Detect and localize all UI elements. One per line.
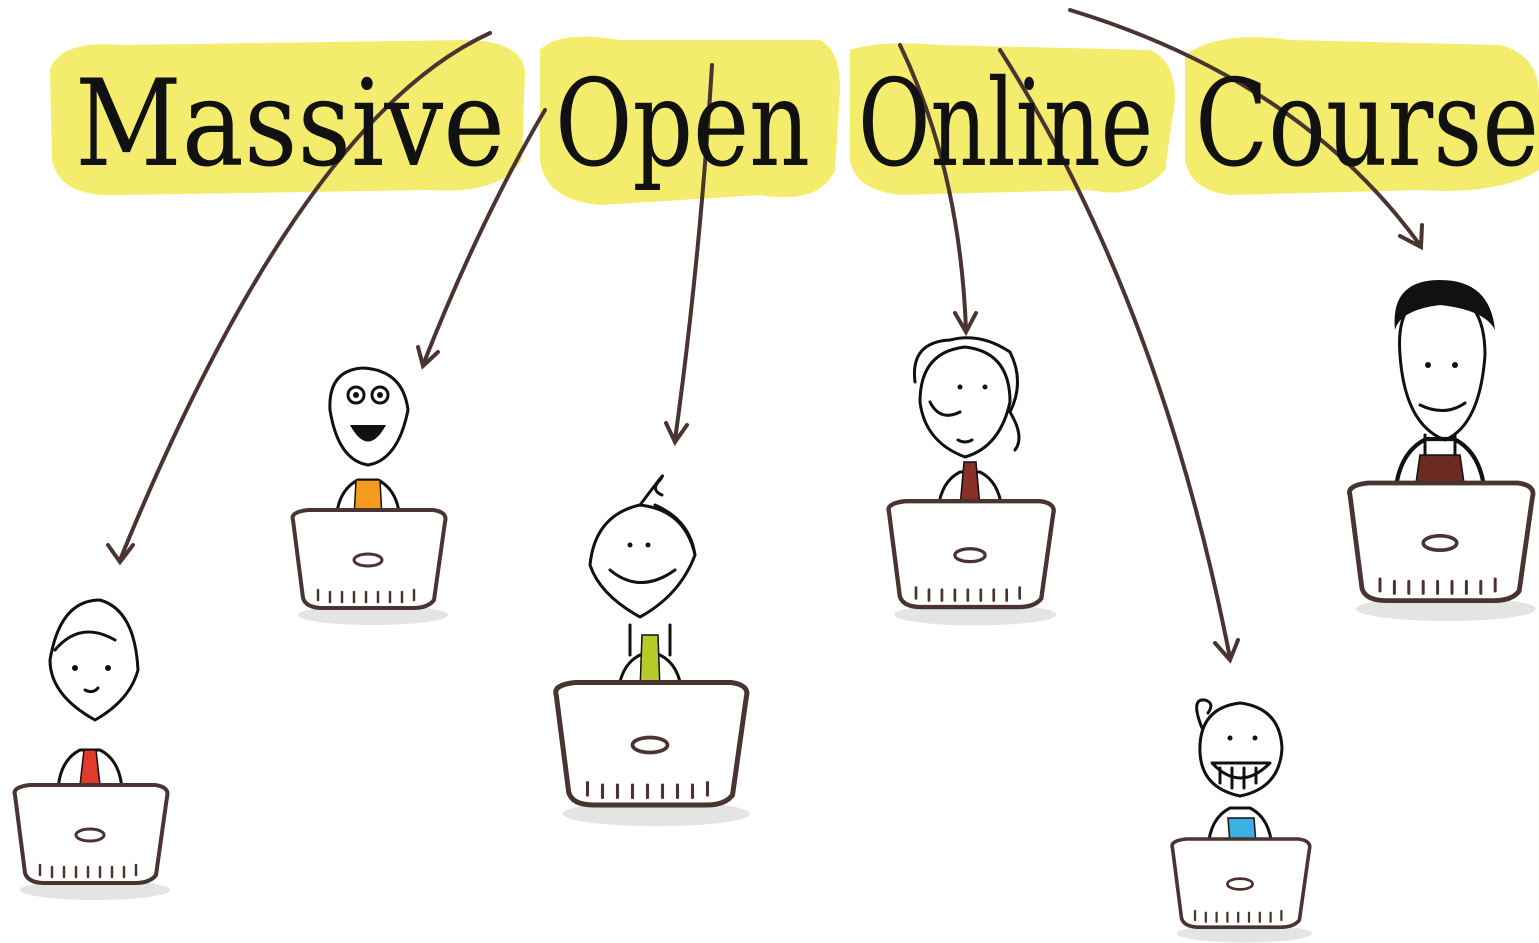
arrow-to-learner-3 [673,63,714,442]
arrow-to-learner-1 [118,31,492,562]
title-word-open: Open [555,55,810,194]
arrow-to-learner-6 [1068,8,1422,247]
title: Massive Open Online Course [75,55,1539,194]
learner-5 [1170,698,1314,943]
title-highlight [50,36,1539,206]
arrow-to-learner-2 [421,108,547,367]
learner-4 [889,336,1057,626]
learner-1-head [48,598,140,722]
learner-5-head [1198,701,1284,798]
learner-6 [1349,280,1536,621]
title-word-course: Course [1195,55,1539,194]
learner-6-head [1398,288,1487,442]
learner-1-tie [79,749,101,786]
arrow-to-learner-4 [898,43,968,332]
learner-2-head [328,366,410,467]
arrow-to-learner-5 [998,48,1232,660]
title-word-massive: Massive [75,55,505,194]
learner-4-head [918,345,1012,459]
learner-2 [290,366,450,627]
learner-1 [12,598,172,902]
title-word-online: Online [858,55,1153,194]
learner-3 [556,474,750,826]
connector-arrows [106,8,1424,664]
